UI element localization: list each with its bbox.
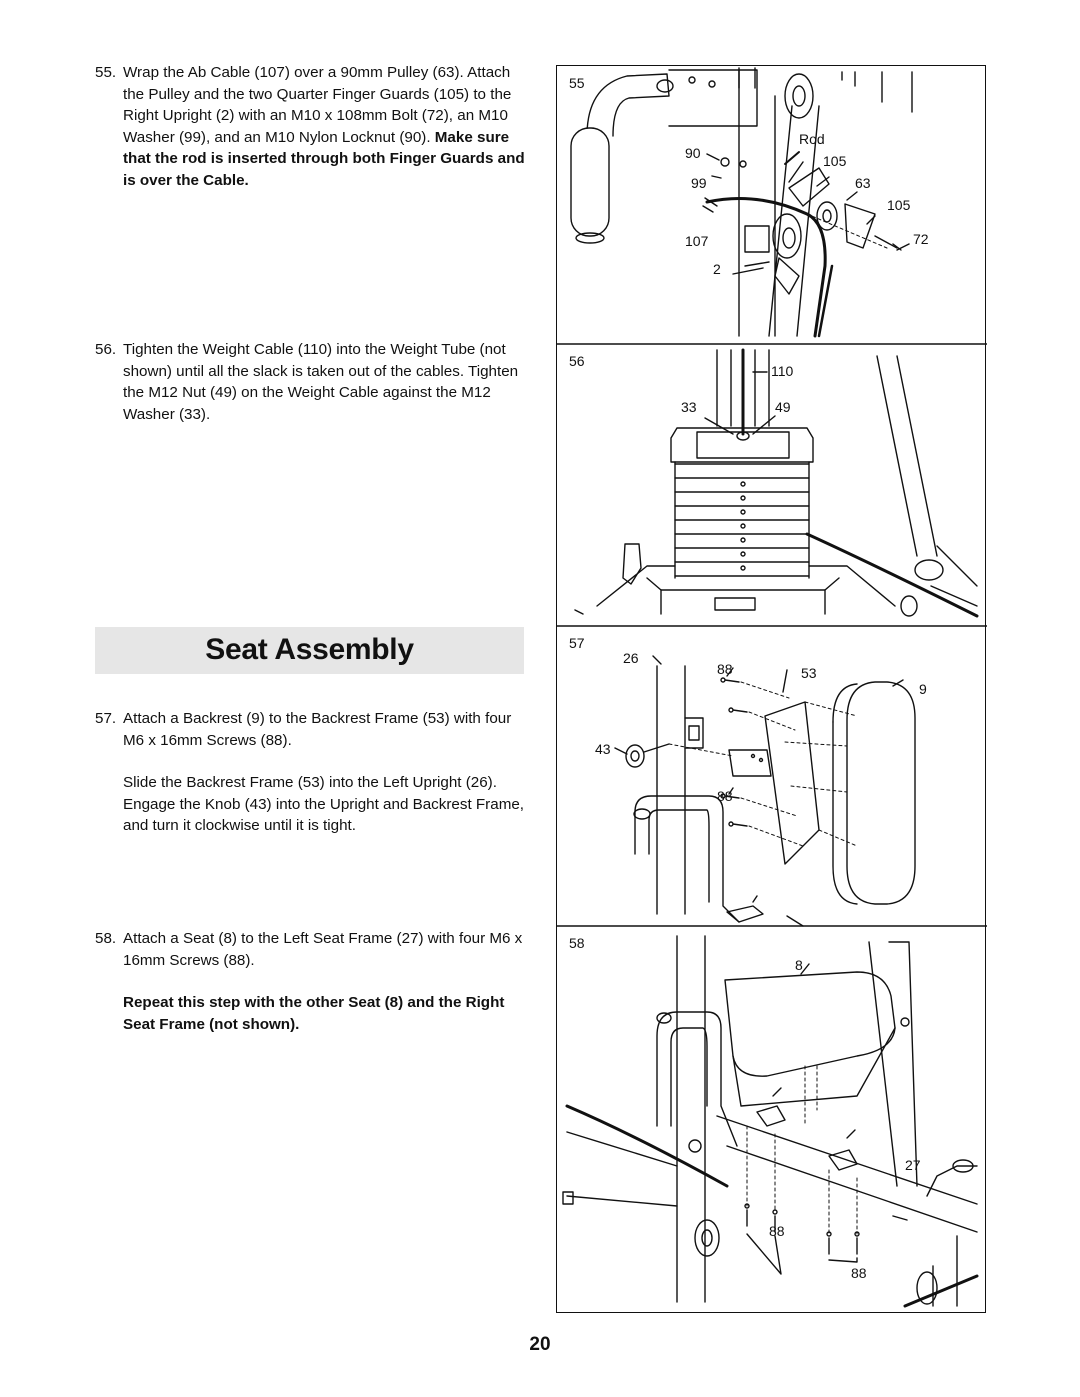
- callout-88: 88: [851, 1265, 867, 1281]
- callout-49: 49: [775, 399, 791, 415]
- callout-26: 26: [623, 650, 639, 666]
- step-56: 56. Tighten the Weight Cable (110) into …: [95, 339, 525, 425]
- figure-56-drawing: [574, 348, 979, 618]
- callout-33: 33: [681, 399, 697, 415]
- callout-2: 2: [713, 261, 721, 277]
- figure-number: 56: [569, 353, 585, 369]
- callout-110: 110: [771, 363, 794, 379]
- callout-105: 105: [887, 197, 911, 213]
- figure-55-drawing: [570, 67, 913, 338]
- callout-88: 88: [717, 788, 733, 804]
- callout-9: 9: [919, 681, 927, 697]
- figure-panel: 55 90 99 107 2 Rod 105 63 105 72: [556, 65, 987, 1313]
- step-text: Wrap the Ab Cable (107) over a 90mm Pull…: [123, 64, 525, 189]
- callout-107: 107: [685, 233, 709, 249]
- figure-number: 55: [569, 75, 585, 91]
- callout-72: 72: [913, 231, 929, 247]
- callout-43: 43: [595, 741, 611, 757]
- callout-105: 105: [823, 153, 847, 169]
- section-title: Seat Assembly: [205, 633, 414, 666]
- callout-8: 8: [795, 957, 803, 973]
- figure-56-callouts: 56 110 33 49: [569, 353, 794, 415]
- figure-57-callouts: 57 26 88 53 9 43 88: [569, 635, 927, 804]
- assembly-diagrams: 55 90 99 107 2 Rod 105 63 105 72: [557, 67, 987, 1308]
- figure-57-drawing: [614, 655, 916, 927]
- step-text: Tighten the Weight Cable (110) into the …: [123, 341, 519, 423]
- step-number: 55.: [95, 64, 117, 81]
- callout-53: 53: [801, 665, 817, 681]
- section-heading-bar: Seat Assembly: [95, 627, 524, 674]
- callout-rod: Rod: [799, 131, 825, 147]
- callout-88: 88: [717, 661, 733, 677]
- callout-99: 99: [691, 175, 707, 191]
- figure-58-drawing: [562, 935, 979, 1308]
- figure-number: 57: [569, 635, 585, 651]
- step-57: 57. Attach a Backrest (9) to the Backres…: [95, 708, 525, 837]
- step-number: 56.: [95, 341, 117, 358]
- figure-number: 58: [569, 935, 585, 951]
- callout-27: 27: [905, 1157, 921, 1173]
- callout-88: 88: [769, 1223, 785, 1239]
- page-number: 20: [529, 1334, 551, 1355]
- callout-90: 90: [685, 145, 701, 161]
- step-number: 57.: [95, 710, 117, 727]
- step-text: Attach a Backrest (9) to the Backrest Fr…: [123, 710, 525, 834]
- figure-58-callouts: 58 8 27 88 88: [569, 935, 921, 1281]
- callout-63: 63: [855, 175, 871, 191]
- figure-55-callouts: 55 90 99 107 2 Rod 105 63 105 72: [569, 75, 929, 277]
- step-55: 55. Wrap the Ab Cable (107) over a 90mm …: [95, 62, 525, 191]
- step-text: Attach a Seat (8) to the Left Seat Frame…: [123, 930, 523, 1033]
- step-58: 58. Attach a Seat (8) to the Left Seat F…: [95, 928, 525, 1035]
- step-number: 58.: [95, 930, 117, 947]
